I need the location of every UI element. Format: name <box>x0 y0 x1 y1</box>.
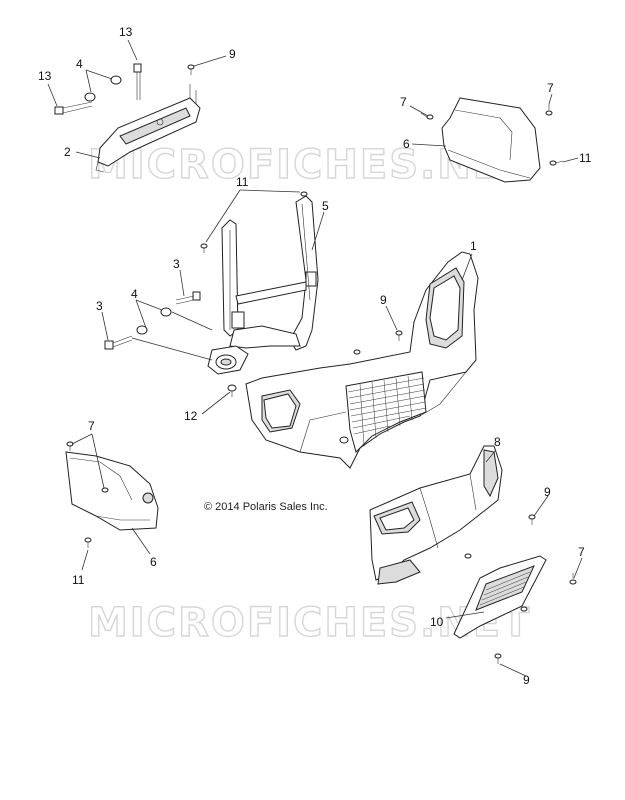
callout-4-mid: 4 <box>131 287 138 301</box>
callout-7-upper-left: 7 <box>400 95 407 109</box>
screw-9-top <box>187 64 195 75</box>
nut-4-mid <box>136 307 172 335</box>
screw-7-lower-left <box>66 441 109 493</box>
part-panel-6-lower <box>65 451 159 531</box>
bolt-3-upper <box>175 291 201 305</box>
screw-11-frame <box>200 191 308 253</box>
callout-4-top: 4 <box>76 57 83 71</box>
callout-7-upper-right: 7 <box>547 81 554 95</box>
callout-9-top: 9 <box>229 47 236 61</box>
callout-10: 10 <box>430 615 444 629</box>
callout-8: 8 <box>494 435 501 449</box>
part-front-fascia-1 <box>245 251 479 469</box>
part-lower-bumper-8 <box>369 445 503 585</box>
callout-9-fascia: 9 <box>380 293 387 307</box>
callout-13-left: 13 <box>38 69 52 83</box>
grille-mesh <box>347 375 427 447</box>
callout-6-upper: 6 <box>403 137 410 151</box>
callout-3-lower: 3 <box>96 299 103 313</box>
screw-11-lower-left <box>84 537 92 548</box>
screw-9-bumper <box>464 514 536 559</box>
bolt-3-lower <box>104 335 133 350</box>
copyright-text: © 2014 Polaris Sales Inc. <box>204 501 328 513</box>
callout-11-frame: 11 <box>236 175 249 189</box>
part-panel-6-upper <box>441 97 541 183</box>
part-skid-plate-10 <box>453 555 547 639</box>
callout-11-lower-left: 11 <box>72 573 85 587</box>
watermark-bottom: MICROFICHES.NET <box>88 600 531 646</box>
nut-4-top <box>84 75 122 102</box>
part-frame-5 <box>207 195 319 375</box>
screw-9-bottom <box>494 653 502 664</box>
callout-11-upper-right: 11 <box>579 151 592 165</box>
callout-13-top: 13 <box>119 25 133 39</box>
screw-7-upper-right <box>545 104 553 116</box>
callout-2: 2 <box>64 145 71 159</box>
leader-lines <box>47 39 583 677</box>
screw-7-right <box>520 573 577 612</box>
screw-11-upper-right <box>549 160 564 166</box>
bolt-13-left <box>54 101 93 115</box>
callout-6-lower: 6 <box>150 555 157 569</box>
callout-1: 1 <box>470 239 477 253</box>
screw-7-upper-left <box>420 112 434 120</box>
part-bracket-2 <box>95 84 201 173</box>
callout-7-right: 7 <box>578 545 585 559</box>
callout-9-bumper: 9 <box>544 485 551 499</box>
screw-12 <box>227 384 237 397</box>
skid-plate-slots <box>479 571 531 606</box>
bolt-13-top <box>133 63 142 100</box>
screw-9-fascia <box>353 330 403 355</box>
callout-3-upper: 3 <box>173 257 180 271</box>
callout-5: 5 <box>322 199 329 213</box>
callout-7-lower-left: 7 <box>88 419 95 433</box>
callouts: 13 9 13 4 2 7 7 6 11 11 5 3 4 3 9 1 12 7… <box>38 25 592 687</box>
callout-9-bottom: 9 <box>523 673 530 687</box>
callout-12: 12 <box>184 409 198 423</box>
